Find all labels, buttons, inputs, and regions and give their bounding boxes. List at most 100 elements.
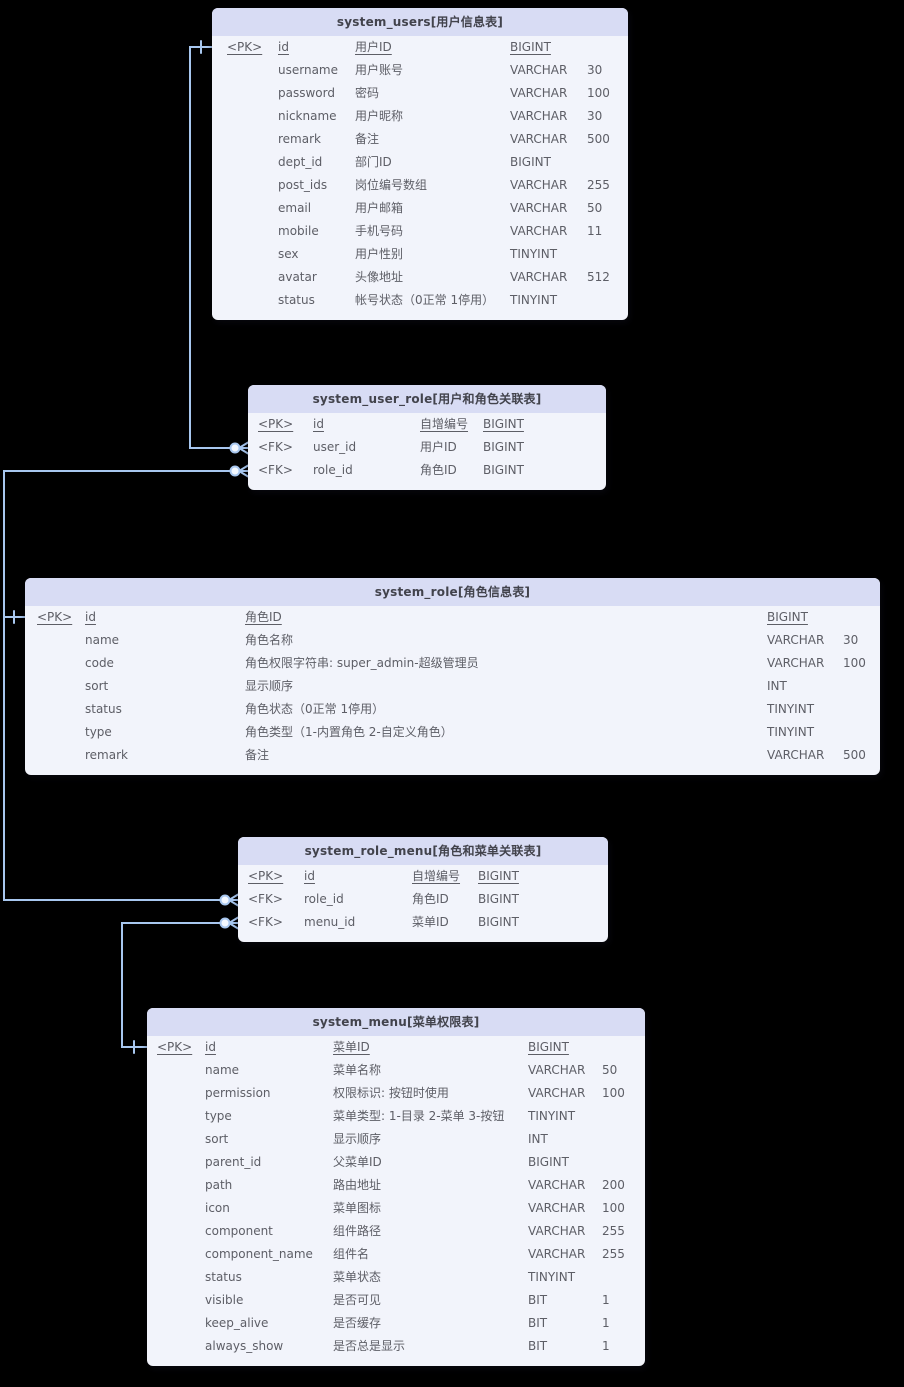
field-row-dept_id: dept_id 部门ID BIGINT xyxy=(212,151,628,174)
field-key: <FK> xyxy=(258,463,293,477)
field-type: VARCHAR xyxy=(510,201,568,215)
field-name: sort xyxy=(205,1132,229,1146)
field-type: TINYINT xyxy=(767,702,815,716)
field-name: icon xyxy=(205,1201,230,1215)
field-type: VARCHAR xyxy=(528,1247,586,1261)
field-comment: 是否总是显示 xyxy=(333,1339,406,1353)
field-size: 30 xyxy=(587,63,603,77)
field-comment: 是否可见 xyxy=(333,1293,382,1307)
field-comment: 部门ID xyxy=(355,155,392,169)
field-type: BIGINT xyxy=(478,915,519,929)
field-comment: 角色类型（1-内置角色 2-自定义角色） xyxy=(245,725,453,739)
field-comment: 手机号码 xyxy=(355,224,404,238)
field-name: type xyxy=(205,1109,232,1123)
field-size: 50 xyxy=(587,201,603,215)
field-name: mobile xyxy=(278,224,319,238)
field-type: INT xyxy=(767,679,787,693)
field-key: <PK> xyxy=(227,40,263,54)
relationship-line xyxy=(3,616,239,901)
field-name: path xyxy=(205,1178,233,1192)
field-comment: 组件名 xyxy=(333,1247,370,1261)
field-type: VARCHAR xyxy=(767,656,825,670)
relationship-system_menu-id-to-system_role_menu-menu_id[interactable] xyxy=(121,916,239,1054)
cardinality-zero-circle-icon xyxy=(219,917,231,929)
field-size: 200 xyxy=(602,1178,625,1192)
field-comment: 角色ID xyxy=(245,610,282,624)
field-type: VARCHAR xyxy=(767,748,825,762)
relationship-system_role-id-to-system_role_menu-role_id[interactable] xyxy=(3,616,239,907)
field-comment: 岗位编号数组 xyxy=(355,178,428,192)
field-key: <FK> xyxy=(248,892,283,906)
field-comment: 组件路径 xyxy=(333,1224,382,1238)
field-name: role_id xyxy=(304,892,344,906)
field-type: BIGINT xyxy=(483,417,524,431)
entity-title: system_user_role[用户和角色关联表] xyxy=(248,385,606,413)
field-name: email xyxy=(278,201,312,215)
field-type: TINYINT xyxy=(510,293,558,307)
field-name: password xyxy=(278,86,335,100)
field-comment: 用户昵称 xyxy=(355,109,404,123)
field-size: 1 xyxy=(602,1339,610,1353)
field-name: sort xyxy=(85,679,109,693)
field-name: user_id xyxy=(313,440,357,454)
field-type: BIGINT xyxy=(510,155,551,169)
relationship-system_role-id-to-system_user_role-role_id[interactable] xyxy=(3,464,249,624)
field-size: 50 xyxy=(602,1063,618,1077)
field-comment: 角色ID xyxy=(420,463,457,477)
field-name: dept_id xyxy=(278,155,323,169)
field-comment: 用户邮箱 xyxy=(355,201,404,215)
field-type: VARCHAR xyxy=(528,1224,586,1238)
field-row-sort: sort 显示顺序 INT xyxy=(147,1128,645,1151)
field-comment: 用户账号 xyxy=(355,63,404,77)
field-type: INT xyxy=(528,1132,548,1146)
field-comment: 菜单ID xyxy=(333,1040,370,1054)
entity-title: system_role[角色信息表] xyxy=(25,578,880,606)
field-type: VARCHAR xyxy=(528,1201,586,1215)
relationship-system_users-id-to-system_user_role-user_id[interactable] xyxy=(189,40,249,455)
field-size: 500 xyxy=(843,748,866,762)
field-size: 512 xyxy=(587,270,610,284)
field-comment: 用户ID xyxy=(420,440,457,454)
field-name: status xyxy=(85,702,122,716)
field-type: BIGINT xyxy=(510,40,551,54)
field-comment: 是否缓存 xyxy=(333,1316,382,1330)
field-size: 100 xyxy=(843,656,866,670)
field-size: 100 xyxy=(602,1201,625,1215)
field-name: id xyxy=(205,1040,216,1054)
field-type: VARCHAR xyxy=(510,86,568,100)
field-type: BIT xyxy=(528,1293,548,1307)
field-size: 30 xyxy=(587,109,603,123)
field-comment: 父菜单ID xyxy=(333,1155,382,1169)
field-type: VARCHAR xyxy=(528,1086,586,1100)
field-comment: 角色ID xyxy=(412,892,449,906)
field-name: component xyxy=(205,1224,273,1238)
field-comment: 显示顺序 xyxy=(333,1132,382,1146)
field-size: 500 xyxy=(587,132,610,146)
field-name: permission xyxy=(205,1086,271,1100)
